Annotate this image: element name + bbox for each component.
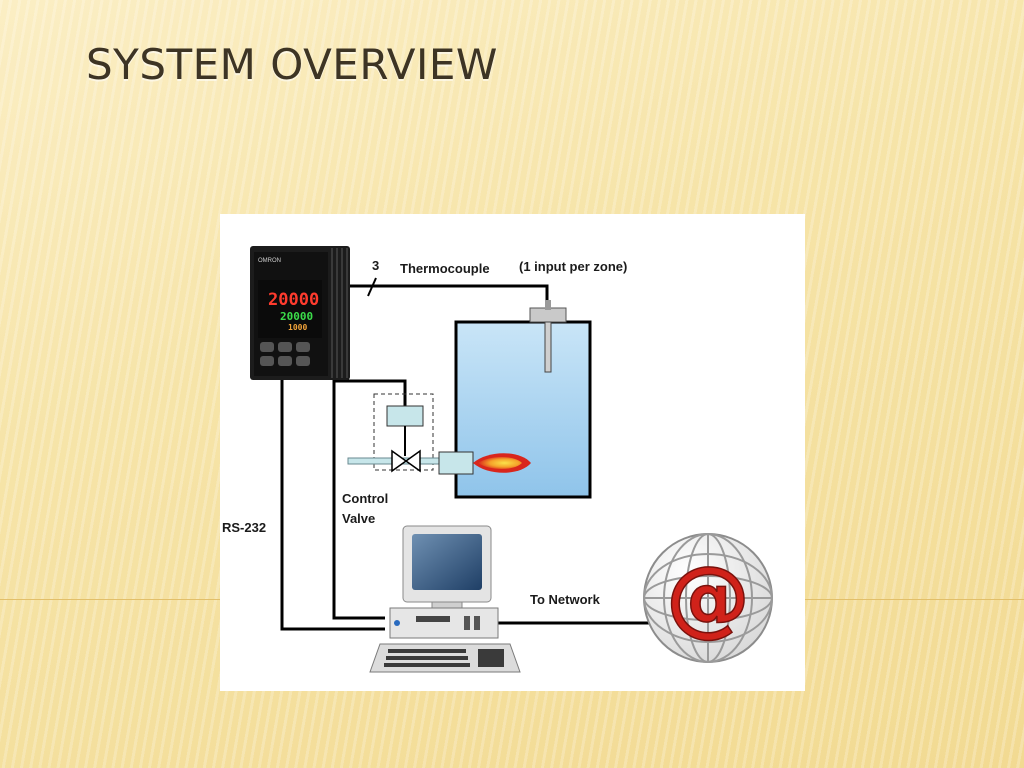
controller-mv-display: 1000 bbox=[288, 323, 308, 332]
control-valve-assembly bbox=[347, 393, 474, 475]
wire-count-slash bbox=[367, 277, 377, 297]
controller-pv-display: 20000 bbox=[268, 290, 320, 310]
thermocouple-wire bbox=[350, 284, 549, 308]
valve-control-wire bbox=[332, 379, 407, 620]
computer-workstation bbox=[369, 525, 521, 673]
control-valve-label-line2: Valve bbox=[342, 511, 376, 526]
system-diagram: @ OMRON 20000 20000 1000 3 Thermocouple … bbox=[220, 214, 805, 691]
rs232-wire bbox=[280, 379, 385, 631]
wire-count-label: 3 bbox=[372, 258, 380, 273]
thermocouple-label: Thermocouple bbox=[400, 261, 490, 276]
temperature-controller bbox=[250, 246, 350, 380]
input-note-label: (1 input per zone) bbox=[519, 259, 628, 274]
controller-sv-display: 20000 bbox=[280, 310, 314, 323]
controller-brand: OMRON bbox=[258, 258, 281, 264]
control-valve-label-line1: Control bbox=[342, 491, 389, 506]
slide-title: SYSTEM OVERVIEW bbox=[86, 40, 498, 89]
burner-flame bbox=[473, 453, 531, 473]
rs232-label: RS-232 bbox=[222, 520, 267, 535]
network-globe: @ bbox=[643, 533, 773, 663]
to-network-label: To Network bbox=[530, 592, 600, 607]
at-symbol-icon: @ bbox=[666, 548, 750, 646]
diagram-canvas: @ bbox=[250, 246, 773, 673]
